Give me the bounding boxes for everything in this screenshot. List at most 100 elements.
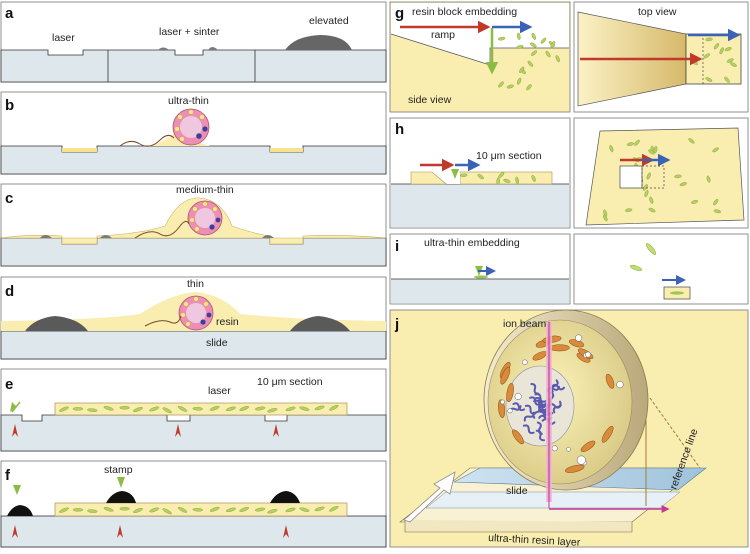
top-view-label: top view <box>638 6 677 18</box>
small-cell <box>103 406 114 411</box>
small-cell <box>329 505 339 512</box>
small-cell <box>503 178 511 183</box>
laser-sinter-label: laser + sinter <box>159 26 220 38</box>
small-cell <box>119 507 130 511</box>
small-cell <box>703 53 710 59</box>
small-cell <box>624 208 633 212</box>
ion-beam-label: ion beam <box>503 318 546 330</box>
small-cell <box>545 50 551 58</box>
small-cell <box>225 507 236 513</box>
small-cell <box>679 182 687 187</box>
cells-g-top <box>691 37 737 83</box>
ramp-label: ramp <box>431 29 455 41</box>
side-view-label: side view <box>408 94 452 106</box>
small-cell <box>648 207 656 213</box>
small-cell <box>133 508 143 513</box>
small-cell <box>526 84 532 91</box>
panel-a-letter: a <box>5 5 14 22</box>
small-cell <box>516 45 524 49</box>
small-cell <box>724 47 732 52</box>
slide-j-label: slide <box>506 485 528 497</box>
small-cell <box>149 406 160 412</box>
small-cell <box>540 37 547 44</box>
panel-c-letter: c <box>5 190 13 207</box>
panel-d-letter: d <box>5 283 14 300</box>
small-cell <box>498 81 504 88</box>
panel-i-letter: i <box>395 238 399 255</box>
small-cell <box>649 196 654 204</box>
section-h-label: 10 μm section <box>476 150 542 162</box>
small-cell <box>653 145 658 154</box>
panel-d: d thin resin slide <box>0 276 387 360</box>
small-cell <box>519 66 525 74</box>
small-cell <box>103 507 114 512</box>
small-cell <box>177 506 188 513</box>
small-cell <box>688 138 695 144</box>
small-cell <box>209 405 220 411</box>
small-cell <box>626 142 635 146</box>
small-cell <box>719 47 724 55</box>
panel-f-letter: f <box>5 467 11 484</box>
small-cell <box>690 200 699 204</box>
resin-label: resin <box>216 316 239 328</box>
small-cell <box>87 408 98 412</box>
small-cell <box>712 147 719 153</box>
small-cell <box>133 407 143 412</box>
panel-a: a laser laser + sinter elevated <box>0 1 387 83</box>
small-cell <box>646 172 651 180</box>
small-cell <box>285 406 296 412</box>
small-cell <box>192 407 203 411</box>
small-cell <box>531 174 536 182</box>
slide-label: slide <box>206 337 228 349</box>
small-cell <box>550 41 556 48</box>
medium-thin-label: medium-thin <box>176 184 234 196</box>
small-cell <box>498 172 505 178</box>
small-cell <box>517 77 522 85</box>
small-cell <box>119 406 130 410</box>
panel-j-letter: j <box>394 316 399 333</box>
small-cell <box>515 176 519 184</box>
small-cell <box>603 214 608 222</box>
thin-label: thin <box>187 278 204 290</box>
small-cell <box>267 408 278 413</box>
cells-e <box>59 404 339 414</box>
panel-j: j ion beam slide ultra-thin resin layer … <box>389 309 749 549</box>
panel-b-letter: b <box>5 97 14 114</box>
resin-layer-label: ultra-thin resin layer <box>488 532 581 549</box>
small-cell <box>209 506 220 512</box>
cells-h <box>460 172 536 185</box>
small-cell <box>705 37 713 42</box>
panel-h-letter: h <box>395 121 404 138</box>
small-cell <box>162 407 172 414</box>
elevated-label: elevated <box>309 15 349 27</box>
small-cell <box>225 406 236 412</box>
small-cell <box>609 145 614 153</box>
small-cell <box>634 139 640 146</box>
small-cell <box>531 32 536 40</box>
small-cell <box>506 84 514 89</box>
small-cell <box>149 507 160 513</box>
small-cell <box>72 407 84 411</box>
small-cell <box>72 508 84 512</box>
elevated-debris <box>285 35 352 50</box>
small-cell <box>713 43 720 50</box>
small-cell <box>497 36 506 41</box>
small-cell <box>87 509 98 513</box>
panel-g-letter: g <box>395 5 404 22</box>
small-cell <box>314 405 325 411</box>
small-cell <box>644 189 649 198</box>
sinter-debris <box>158 47 218 50</box>
small-cell <box>705 77 713 82</box>
panel-g: g resin block embedding ramp side view t… <box>389 1 749 113</box>
section-e-label: 10 μm section <box>257 376 323 388</box>
small-cell <box>299 507 310 512</box>
small-cell <box>530 50 538 56</box>
small-cell <box>329 404 339 411</box>
small-cell <box>555 55 560 63</box>
small-cell <box>267 509 278 514</box>
small-cell <box>713 198 719 206</box>
small-cell <box>254 406 266 411</box>
laser-e-label: laser <box>208 385 231 397</box>
small-cell <box>496 177 500 185</box>
